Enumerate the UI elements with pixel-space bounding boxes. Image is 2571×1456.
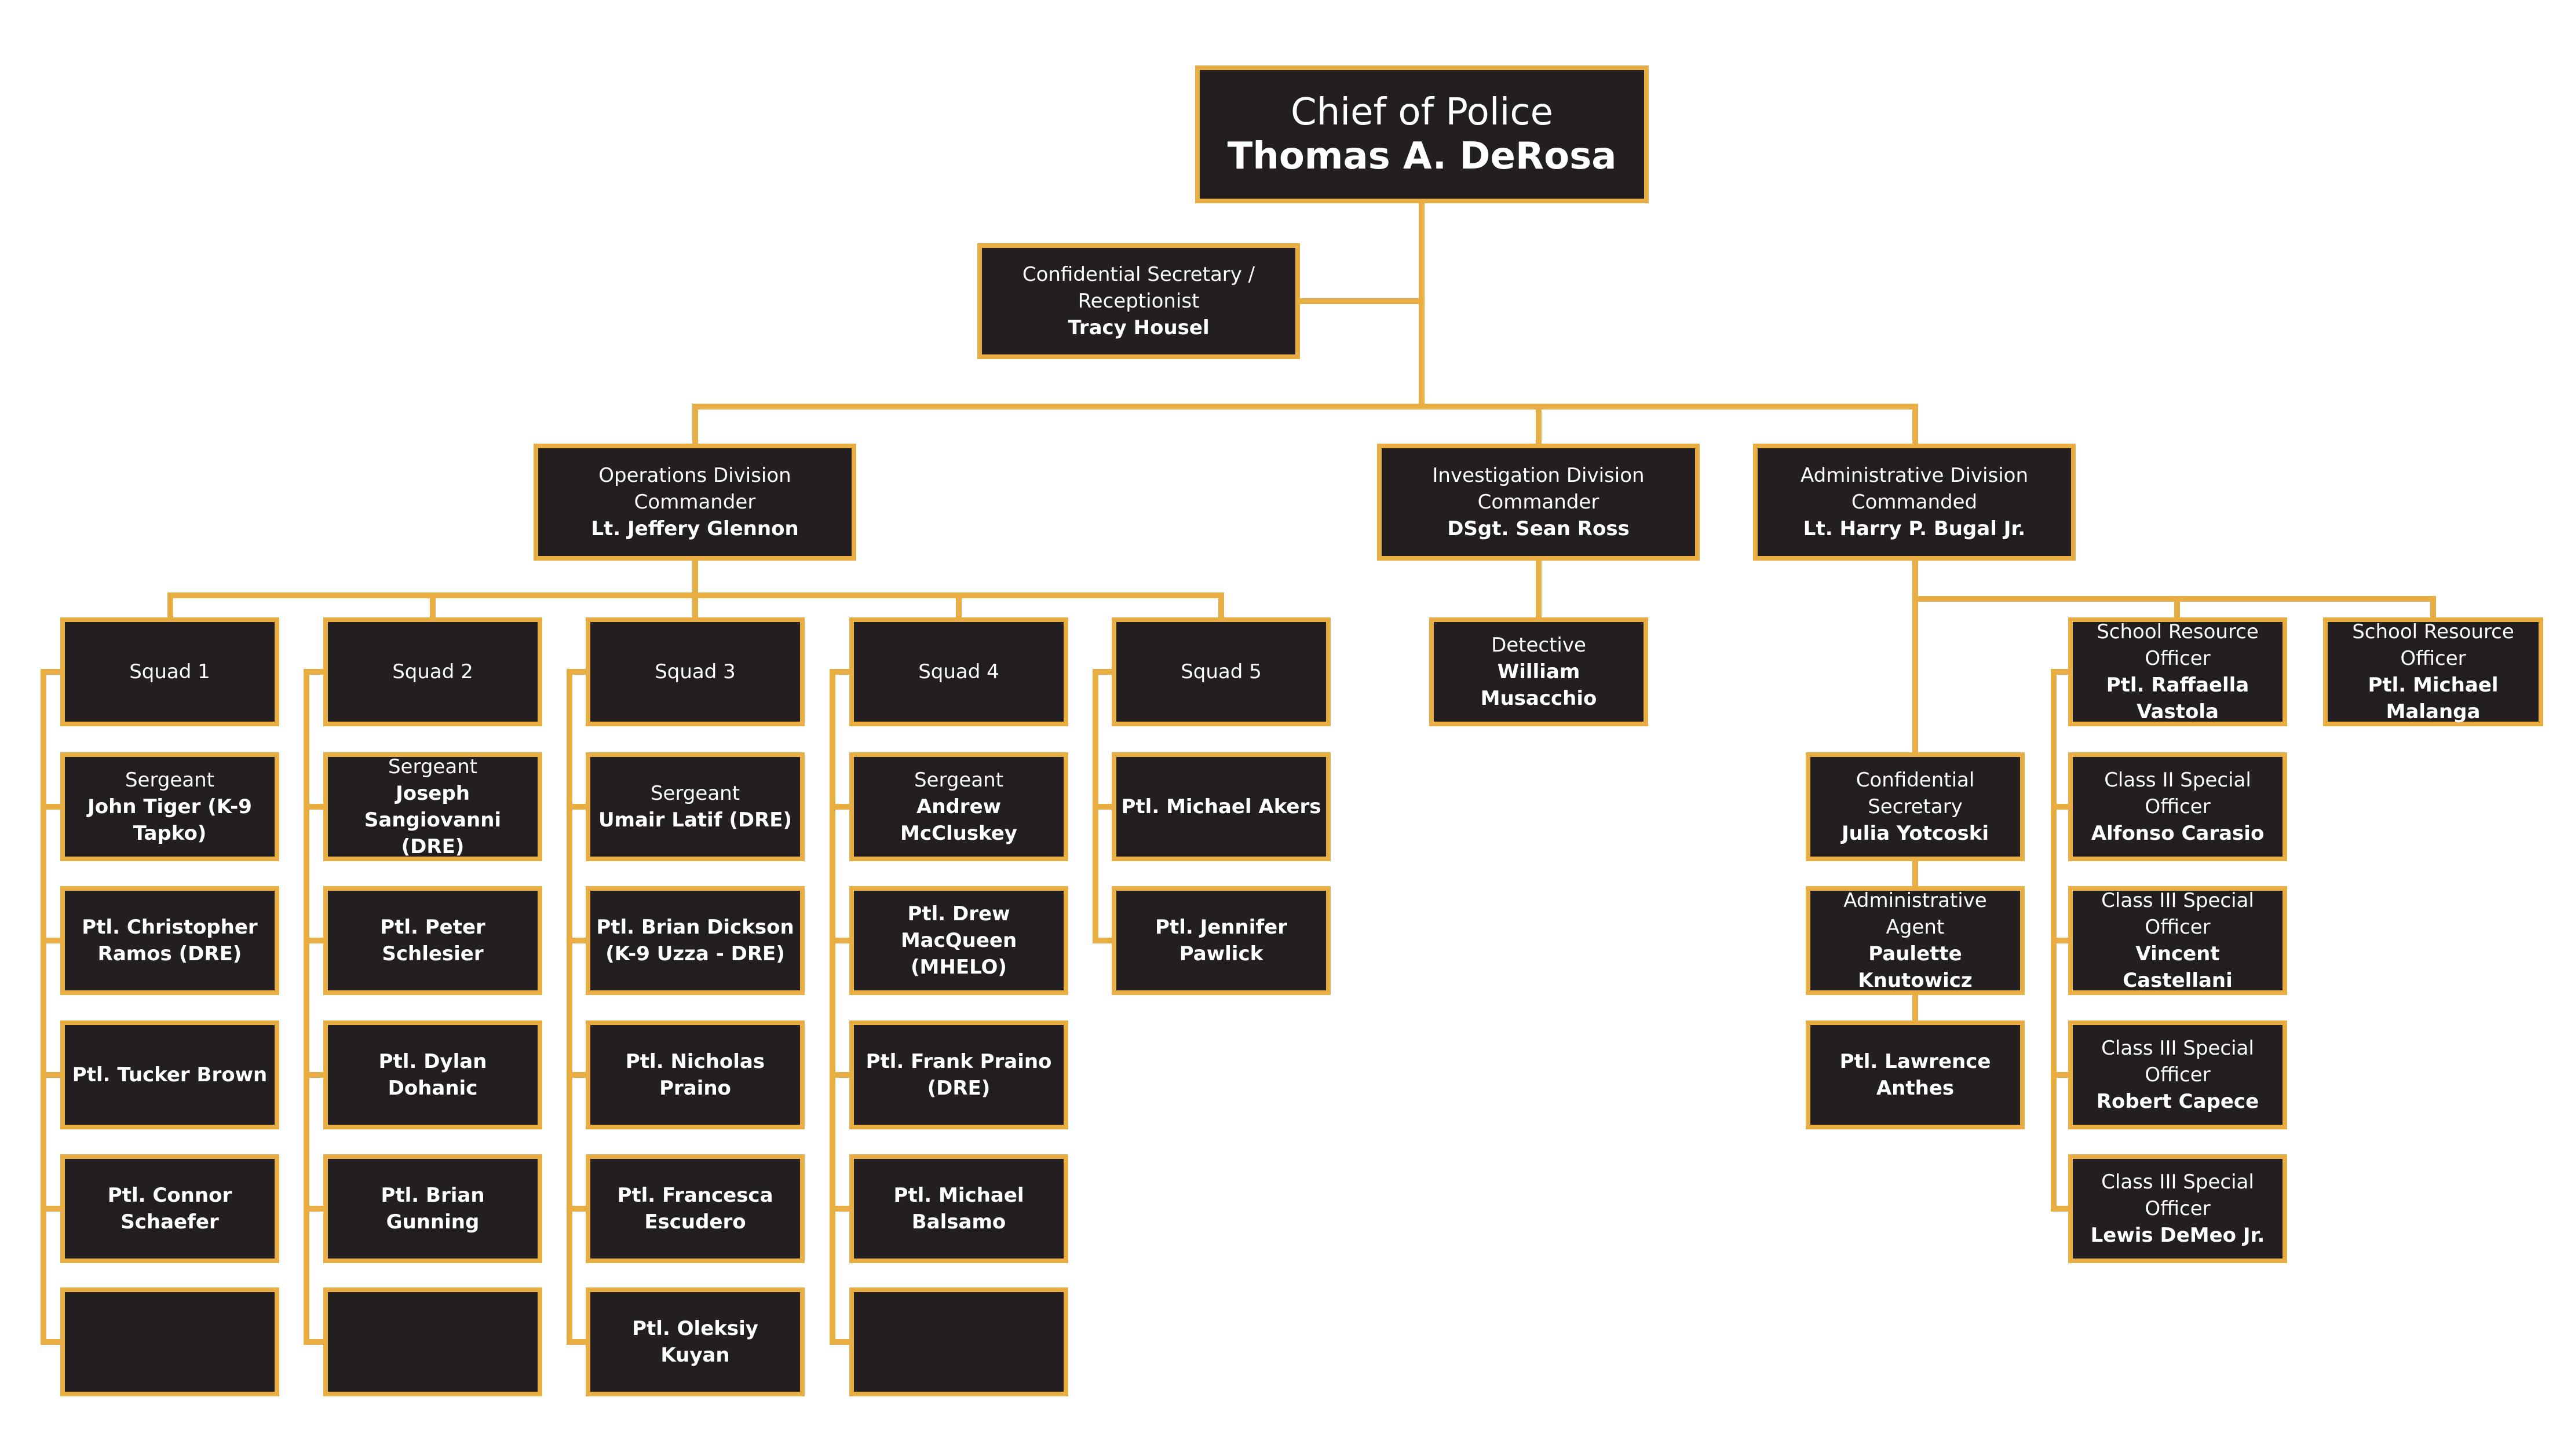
confidential-secretary-box: Confidential Secretary Julia Yotcoski	[1806, 752, 2025, 861]
administrative-division-box: Administrative Division Commanded Lt. Ha…	[1753, 444, 2076, 561]
node-title: Sergeant	[914, 769, 1004, 792]
squad-1-member: Ptl. Tucker Brown	[60, 1020, 279, 1129]
node-name: Joseph Sangiovanni (DRE)	[364, 782, 502, 858]
squad-5-member: Ptl. Michael Akers	[1112, 752, 1331, 861]
squad-3-member: Ptl. Nicholas Praino	[586, 1020, 805, 1129]
node-title: Class II Special Officer	[2104, 769, 2251, 818]
node-title: Confidential Secretary / Receptionist	[1022, 263, 1255, 313]
node-title: Class III Special Officer	[2101, 1037, 2254, 1086]
squad-2-member: Sergeant Joseph Sangiovanni (DRE)	[323, 752, 542, 861]
node-name: Ptl. Michael Balsamo	[893, 1184, 1024, 1234]
node-name: Ptl. Michael Akers	[1121, 795, 1321, 818]
node-title: Squad 4	[918, 660, 999, 683]
confidential-secretary-receptionist-box: Confidential Secretary / Receptionist Tr…	[977, 243, 1300, 359]
squad-5-member: Ptl. Jennifer Pawlick	[1112, 886, 1331, 995]
node-title: Class III Special Officer	[2101, 1170, 2254, 1220]
squad-2-member: Ptl. Dylan Dohanic	[323, 1020, 542, 1129]
squad-3-member: Ptl. Oleksiy Kuyan	[586, 1287, 805, 1396]
node-name: Lewis DeMeo Jr.	[2090, 1224, 2265, 1247]
node-name: Alfonso Carasio	[2091, 822, 2265, 845]
node-title: Squad 1	[129, 660, 210, 683]
node-title: Investigation Division Commander	[1432, 464, 1645, 514]
squad-1-empty-slot	[60, 1287, 279, 1396]
node-title: Confidential Secretary	[1856, 769, 1975, 818]
node-name: Thomas A. DeRosa	[1227, 135, 1617, 178]
node-title: Squad 2	[392, 660, 473, 683]
squad-2-empty-slot	[323, 1287, 542, 1396]
node-name: Andrew McCluskey	[900, 795, 1017, 845]
node-name: Ptl. Connor Schaefer	[107, 1184, 232, 1234]
node-name: Ptl. Brian Gunning	[381, 1184, 485, 1234]
node-title: School Resource Officer	[2097, 620, 2259, 670]
node-name: John Tiger (K-9 Tapko)	[87, 795, 252, 845]
patrolman-anthes-box: Ptl. Lawrence Anthes	[1806, 1020, 2025, 1129]
chief-of-police-box: Chief of Police Thomas A. DeRosa	[1195, 65, 1649, 203]
node-name: Tracy Housel	[1068, 316, 1210, 339]
node-name: Ptl. Nicholas Praino	[625, 1050, 765, 1100]
school-resource-officer-box: School Resource Officer Ptl. Raffaella V…	[2068, 617, 2287, 726]
operations-division-box: Operations Division Commander Lt. Jeffer…	[534, 444, 856, 561]
node-name: Ptl. Jennifer Pawlick	[1155, 916, 1287, 965]
squad-1-member: Ptl. Christopher Ramos (DRE)	[60, 886, 279, 995]
node-title: Squad 3	[655, 660, 736, 683]
investigation-division-box: Investigation Division Commander DSgt. S…	[1377, 444, 1700, 561]
node-name: Ptl. Michael Malanga	[2368, 674, 2499, 723]
node-name: Ptl. Peter Schlesier	[380, 916, 485, 965]
node-name: Robert Capece	[2096, 1090, 2259, 1113]
node-name: Ptl. Brian Dickson (K-9 Uzza - DRE)	[596, 916, 794, 965]
node-name: DSgt. Sean Ross	[1447, 517, 1630, 540]
squad-3-member: Ptl. Brian Dickson (K-9 Uzza - DRE)	[586, 886, 805, 995]
node-name: Ptl. Lawrence Anthes	[1839, 1050, 1991, 1100]
squad-4-member: Ptl. Michael Balsamo	[849, 1154, 1068, 1263]
node-title: Squad 5	[1181, 660, 1262, 683]
node-title: School Resource Officer	[2352, 620, 2514, 670]
node-name: Umair Latif (DRE)	[598, 809, 793, 832]
squad-2-box: Squad 2	[323, 617, 542, 726]
node-title: Operations Division Commander	[598, 464, 791, 514]
squad-4-empty-slot	[849, 1287, 1068, 1396]
special-officer-box: Class III Special Officer Robert Capece	[2068, 1020, 2287, 1129]
squad-4-member: Ptl. Frank Praino (DRE)	[849, 1020, 1068, 1129]
node-name: Ptl. Dylan Dohanic	[378, 1050, 487, 1100]
squad-4-member: Ptl. Drew MacQueen (MHELO)	[849, 886, 1068, 995]
special-officer-box: Class II Special Officer Alfonso Carasio	[2068, 752, 2287, 861]
node-title: Sergeant	[650, 782, 740, 805]
node-title: Sergeant	[388, 755, 478, 778]
special-officer-box: Class III Special Officer Vincent Castel…	[2068, 886, 2287, 995]
node-name: Ptl. Christopher Ramos (DRE)	[82, 916, 258, 965]
node-name: Julia Yotcoski	[1841, 822, 1989, 845]
node-name: Lt. Jeffery Glennon	[591, 517, 799, 540]
school-resource-officer-box: School Resource Officer Ptl. Michael Mal…	[2323, 617, 2543, 726]
node-name: Vincent Castellani	[2123, 942, 2233, 992]
squad-3-member: Ptl. Francesca Escudero	[586, 1154, 805, 1263]
squad-3-member: Sergeant Umair Latif (DRE)	[586, 752, 805, 861]
node-title: Detective	[1491, 634, 1586, 657]
node-name: Lt. Harry P. Bugal Jr.	[1803, 517, 2026, 540]
squad-4-member: Sergeant Andrew McCluskey	[849, 752, 1068, 861]
squad-3-box: Squad 3	[586, 617, 805, 726]
special-officer-box: Class III Special Officer Lewis DeMeo Jr…	[2068, 1154, 2287, 1263]
squad-5-box: Squad 5	[1112, 617, 1331, 726]
administrative-agent-box: Administrative Agent Paulette Knutowicz	[1806, 886, 2025, 995]
squad-1-member: Ptl. Connor Schaefer	[60, 1154, 279, 1263]
node-name: Ptl. Oleksiy Kuyan	[632, 1317, 758, 1367]
node-title: Administrative Agent	[1843, 889, 1987, 939]
node-name: Paulette Knutowicz	[1858, 942, 1973, 992]
squad-1-member: Sergeant John Tiger (K-9 Tapko)	[60, 752, 279, 861]
node-title: Sergeant	[125, 769, 215, 792]
node-name: Ptl. Drew MacQueen (MHELO)	[900, 902, 1017, 979]
detective-box: Detective William Musacchio	[1429, 617, 1648, 726]
node-name: Ptl. Francesca Escudero	[617, 1184, 773, 1234]
squad-4-box: Squad 4	[849, 617, 1068, 726]
node-name: Ptl. Frank Praino (DRE)	[865, 1050, 1052, 1100]
node-name: Ptl. Raffaella Vastola	[2106, 674, 2249, 723]
node-name: William Musacchio	[1480, 660, 1597, 710]
node-title: Chief of Police	[1291, 91, 1553, 134]
squad-1-box: Squad 1	[60, 617, 279, 726]
node-title: Administrative Division Commanded	[1801, 464, 2028, 514]
squad-2-member: Ptl. Brian Gunning	[323, 1154, 542, 1263]
squad-2-member: Ptl. Peter Schlesier	[323, 886, 542, 995]
node-title: Class III Special Officer	[2101, 889, 2254, 939]
node-name: Ptl. Tucker Brown	[72, 1063, 268, 1086]
